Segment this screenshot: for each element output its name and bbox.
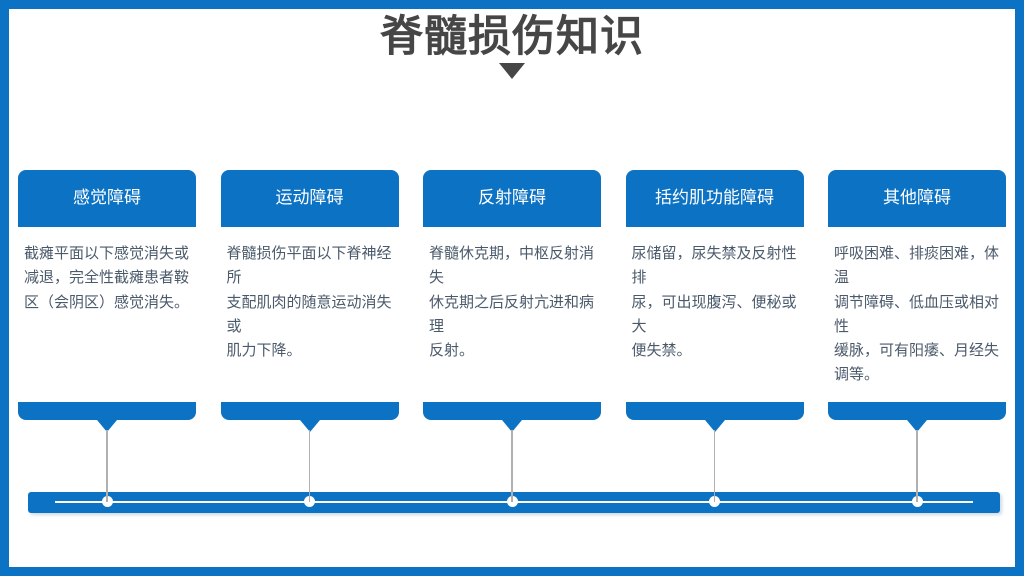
card-body-line: 休克期之后反射亢进和病理 <box>429 293 595 335</box>
card-body-line: 脊髓损伤平面以下脊神经所 <box>226 245 392 287</box>
card-caret-down-icon <box>502 420 522 432</box>
card-footer-bar <box>423 402 601 432</box>
cards-row: 感觉障碍截瘫平面以下感觉消失或减退，完全性截瘫患者鞍区（会阴区）感觉消失。运动障… <box>18 170 1006 432</box>
card-caret-down-icon <box>704 420 725 432</box>
card-body-line: 呼吸困难、排痰困难，体温 <box>834 245 1000 287</box>
connector-line-5 <box>916 430 918 502</box>
card-header[interactable]: 运动障碍 <box>220 170 399 227</box>
caret-down-icon <box>499 63 525 80</box>
connector-line-2 <box>308 430 311 502</box>
card-footer-bar <box>220 402 399 432</box>
card-caret-down-icon <box>907 420 927 432</box>
frame-border-bottom <box>0 567 1024 576</box>
card-3[interactable]: 反射障碍脊髓休克期，中枢反射消失休克期之后反射亢进和病理反射。 <box>423 170 601 432</box>
card-1[interactable]: 感觉障碍截瘫平面以下感觉消失或减退，完全性截瘫患者鞍区（会阴区）感觉消失。 <box>18 170 196 432</box>
card-body-line: 缓脉，可有阳痿、月经失调等。 <box>834 342 1000 384</box>
title-block: 脊髓损伤知识 <box>0 13 1024 80</box>
frame-border-top <box>0 0 1024 9</box>
card-heading-label: 感觉障碍 <box>73 188 141 208</box>
frame-border-right <box>1015 0 1024 576</box>
card-body-line: 便失禁。 <box>631 342 692 360</box>
timeline-bar <box>28 492 1000 513</box>
card-header[interactable]: 感觉障碍 <box>18 170 196 227</box>
card-footer-bar <box>625 402 804 432</box>
card-heading-label: 其他障碍 <box>883 188 951 208</box>
card-header[interactable]: 括约肌功能障碍 <box>625 170 804 227</box>
card-footer-bar <box>18 402 196 432</box>
card-4[interactable]: 括约肌功能障碍尿储留，尿失禁及反射性排尿，可出现腹泻、便秘或大便失禁。 <box>625 170 804 432</box>
card-body-line: 反射。 <box>429 342 475 360</box>
card-body-line: 脊髓休克期，中枢反射消失 <box>429 245 595 287</box>
card-body: 截瘫平面以下感觉消失或减退，完全性截瘫患者鞍区（会阴区）感觉消失。 <box>18 242 196 315</box>
card-header[interactable]: 反射障碍 <box>423 170 601 227</box>
card-body: 尿储留，尿失禁及反射性排尿，可出现腹泻、便秘或大便失禁。 <box>626 242 804 363</box>
connector-line-4 <box>713 430 716 502</box>
card-caret-down-icon <box>97 420 117 432</box>
card-body-line: 支配肌肉的随意运动消失或 <box>226 293 392 335</box>
card-heading-label: 运动障碍 <box>275 188 344 208</box>
card-body: 脊髓损伤平面以下脊神经所支配肌肉的随意运动消失或肌力下降。 <box>221 242 399 363</box>
connector-line-3 <box>511 430 513 502</box>
card-body-line: 尿储留，尿失禁及反射性排 <box>631 245 797 287</box>
connector-line-1 <box>106 430 108 502</box>
card-body-line: 调节障碍、低血压或相对性 <box>834 293 1000 335</box>
card-heading-label: 括约肌功能障碍 <box>655 188 774 208</box>
card-body-line: 截瘫平面以下感觉消失或减退，完全性截瘫患者鞍区（会阴区）感觉消失。 <box>24 245 190 311</box>
frame-border-left <box>0 0 9 576</box>
card-header[interactable]: 其他障碍 <box>828 170 1006 227</box>
card-body: 脊髓休克期，中枢反射消失休克期之后反射亢进和病理反射。 <box>423 242 601 363</box>
card-body: 呼吸困难、排痰困难，体温调节障碍、低血压或相对性缓脉，可有阳痿、月经失调等。 <box>828 242 1006 388</box>
card-body-line: 肌力下降。 <box>226 342 302 360</box>
page-title: 脊髓损伤知识 <box>380 13 644 61</box>
card-heading-label: 反射障碍 <box>478 188 546 208</box>
card-5[interactable]: 其他障碍呼吸困难、排痰困难，体温调节障碍、低血压或相对性缓脉，可有阳痿、月经失调… <box>828 170 1006 432</box>
card-2[interactable]: 运动障碍脊髓损伤平面以下脊神经所支配肌肉的随意运动消失或肌力下降。 <box>220 170 399 432</box>
card-footer-bar <box>828 402 1006 432</box>
card-body-line: 尿，可出现腹泻、便秘或大 <box>631 293 797 335</box>
card-caret-down-icon <box>299 420 320 432</box>
